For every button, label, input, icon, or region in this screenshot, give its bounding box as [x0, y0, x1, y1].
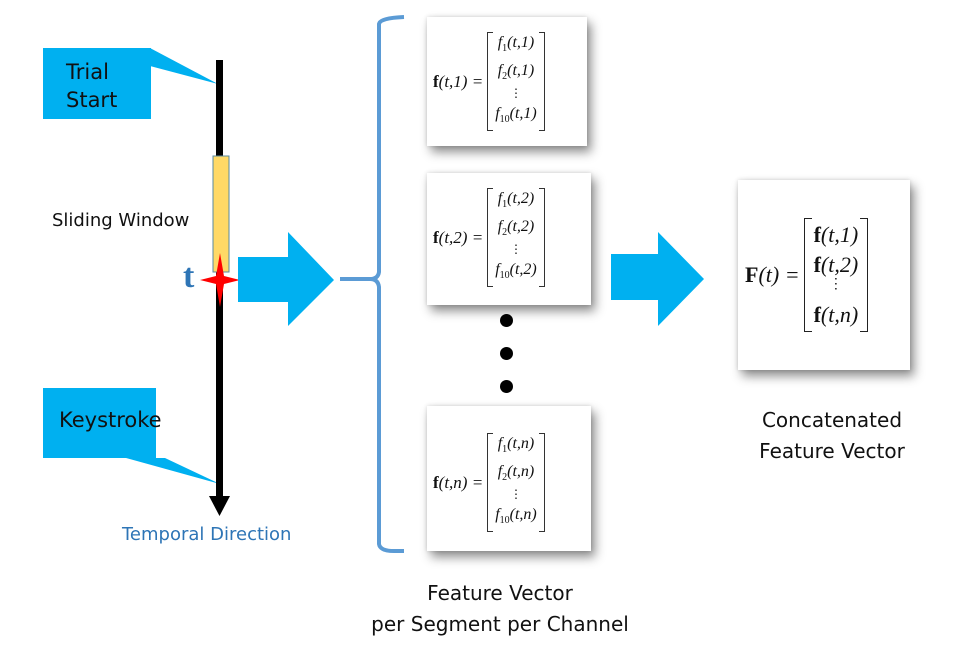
- keystroke-label: Keystroke: [59, 408, 162, 432]
- segment-1-matrix: f1(t,1) f2(t,1) ⋮ f10(t,1): [487, 32, 545, 131]
- t-label: t: [183, 258, 195, 295]
- matrix-row: f(t,1): [813, 222, 859, 247]
- segment-caption: Feature Vector per Segment per Channel: [330, 578, 670, 640]
- matrix-row: f2(t,1): [497, 62, 535, 83]
- segment-n-lhs: f(t,n) =: [433, 472, 484, 492]
- trial-start-callout: Trial Start: [43, 48, 151, 119]
- segment-n-matrix: f1(t,n) f2(t,n) ⋮ f10(t,n): [487, 433, 545, 532]
- timeline-arrowhead: [209, 496, 230, 516]
- matrix-row: f1(t,n): [497, 435, 535, 456]
- segment-caption-line2: per Segment per Channel: [371, 612, 629, 636]
- matrix-row: f2(t,n): [497, 463, 535, 484]
- segment-vector-card-1: f(t,1) = f1(t,1) f2(t,1) ⋮ f10(t,1): [427, 17, 587, 146]
- matrix-row: f(t,2): [813, 252, 859, 277]
- ellipsis-dot: [500, 380, 513, 393]
- keystroke-callout-pointer: [126, 458, 220, 484]
- segment-vector-card-n: f(t,n) = f1(t,n) f2(t,n) ⋮ f10(t,n): [427, 406, 591, 551]
- concat-matrix: f(t,1) f(t,2) ⋮ f(t,n): [803, 218, 869, 332]
- matrix-row: f10(t,n): [495, 505, 537, 526]
- concat-caption-line2: Feature Vector: [759, 439, 905, 463]
- matrix-row: f10(t,2): [495, 260, 537, 281]
- matrix-row: f2(t,2): [497, 218, 535, 239]
- concatenated-vector-card: F(t) = f(t,1) f(t,2) ⋮ f(t,n): [738, 180, 910, 370]
- sliding-window-label: Sliding Window: [52, 210, 190, 231]
- segment-1-lhs: f(t,1) =: [433, 71, 484, 91]
- vertical-ellipsis: ⋮: [509, 241, 522, 256]
- curly-brace: [340, 15, 405, 553]
- vertical-ellipsis: ⋮: [828, 277, 843, 292]
- vertical-ellipsis: ⋮: [509, 486, 522, 501]
- matrix-row: f(t,n): [813, 302, 859, 327]
- keystroke-callout: Keystroke: [43, 388, 162, 458]
- vertical-ellipsis: ⋮: [509, 85, 522, 100]
- time-marker-star-icon: [200, 253, 240, 307]
- segment-vector-card-2: f(t,2) = f1(t,2) f2(t,2) ⋮ f10(t,2): [427, 173, 591, 305]
- arrow-right-icon: [238, 232, 334, 326]
- trial-start-label-line2: Start: [66, 88, 118, 112]
- concat-caption: Concatenated Feature Vector: [712, 405, 952, 467]
- sliding-window[interactable]: [212, 155, 230, 273]
- matrix-row: f1(t,2): [497, 190, 535, 211]
- ellipsis-dot: [500, 347, 513, 360]
- matrix-row: f1(t,1): [497, 34, 535, 55]
- concat-caption-line1: Concatenated: [761, 408, 903, 432]
- segment-2-lhs: f(t,2) =: [433, 227, 484, 247]
- trial-start-label-line1: Trial: [66, 60, 109, 84]
- arrow-right-icon: [611, 232, 704, 326]
- segment-2-matrix: f1(t,2) f2(t,2) ⋮ f10(t,2): [487, 188, 545, 287]
- temporal-direction-label: Temporal Direction: [122, 524, 292, 545]
- ellipsis-dot: [500, 314, 513, 327]
- segment-caption-line1: Feature Vector: [427, 581, 573, 605]
- concat-lhs: F(t) =: [745, 262, 800, 287]
- matrix-row: f10(t,1): [495, 104, 537, 125]
